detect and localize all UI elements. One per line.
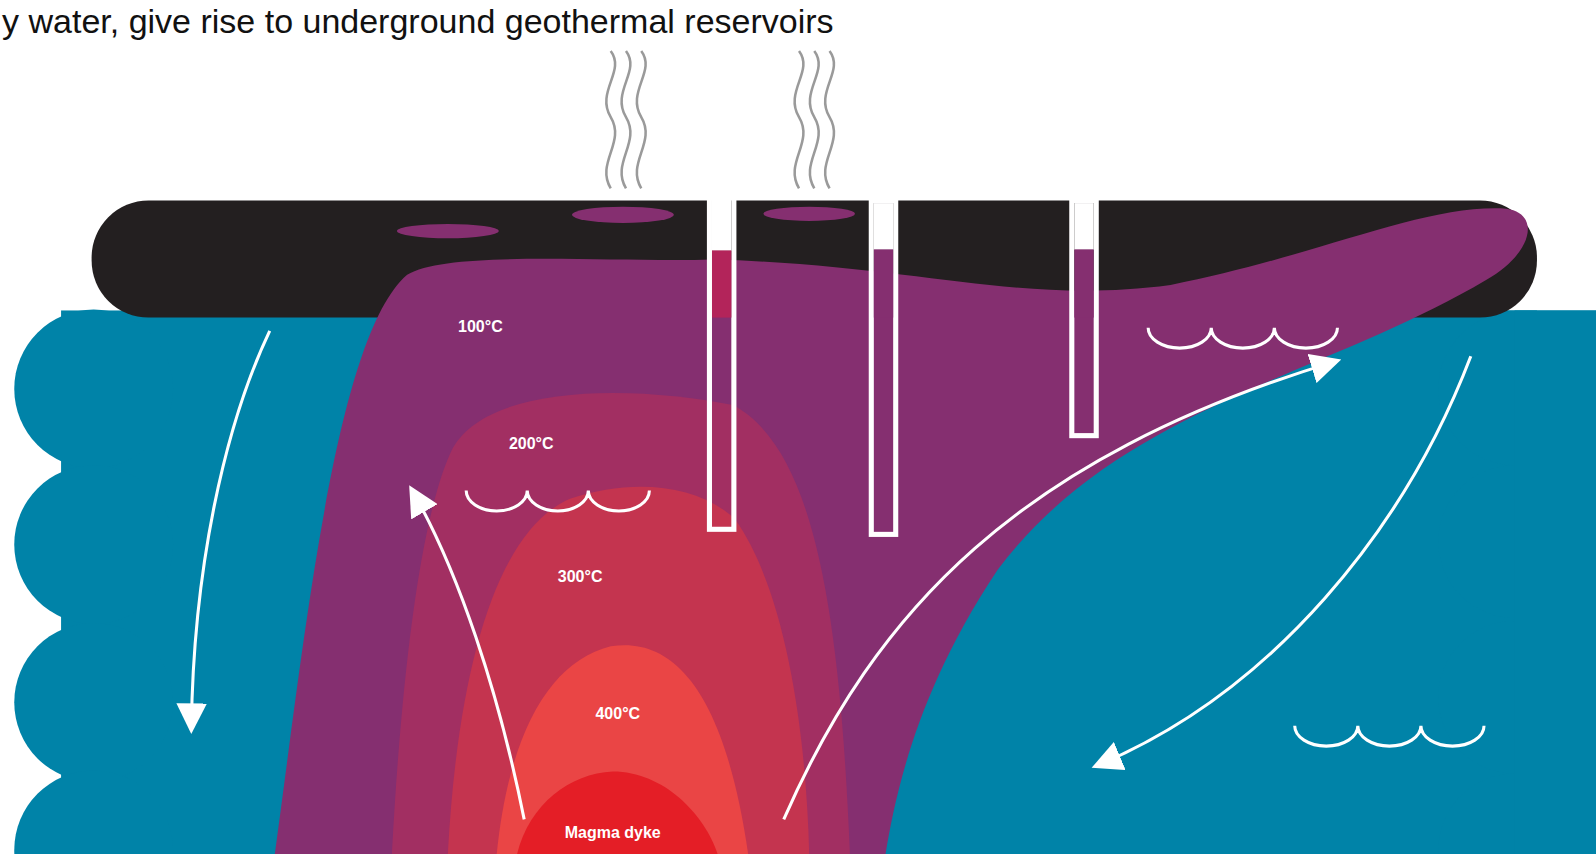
hot-pools: [397, 207, 855, 239]
zone-100: [275, 208, 1528, 854]
zone-400: [497, 645, 748, 854]
zone-200: [392, 393, 850, 854]
temperature-label: 400°C: [595, 705, 640, 723]
temperature-label: 300°C: [558, 568, 603, 586]
temperature-label: 100°C: [458, 318, 503, 336]
wells: [709, 195, 1096, 534]
steam: [606, 51, 834, 188]
water-symbols: [466, 328, 1484, 746]
magma-dyke: [517, 772, 718, 854]
zone-300: [448, 487, 809, 854]
heading-text: y water, give rise to underground geothe…: [2, 2, 834, 41]
magma-label: Magma dyke: [565, 824, 661, 842]
temperature-label: 200°C: [509, 435, 554, 453]
flow-arrows: [191, 331, 1470, 820]
